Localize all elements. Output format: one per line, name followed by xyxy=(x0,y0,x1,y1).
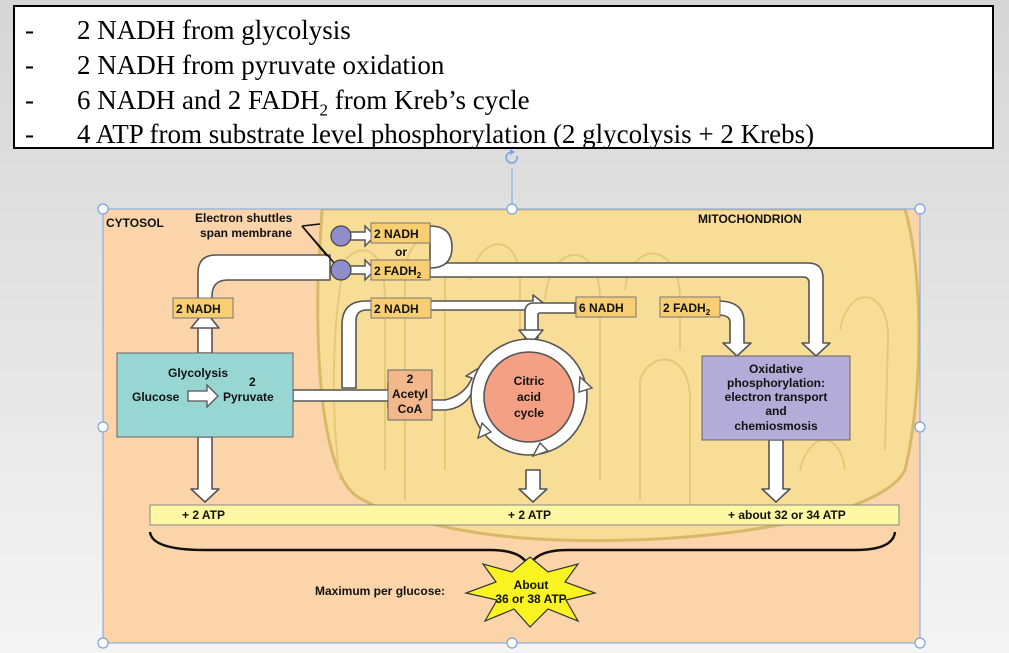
citric-acid-cycle-circle xyxy=(483,351,575,443)
flow-arrow-glycolysis-nadh xyxy=(197,254,331,354)
citric-cycle-label: acid xyxy=(517,390,541,404)
resize-handle[interactable] xyxy=(97,203,109,215)
citric-cycle-label: Citric xyxy=(514,374,545,388)
oxphos-label: phosphorylation: xyxy=(727,376,825,390)
total-atp-starburst xyxy=(463,556,598,628)
glycolysis-two-label: 2 xyxy=(249,375,256,389)
bullet-text: 4 ATP from substrate level phosphorylati… xyxy=(77,119,815,149)
rotate-handle-icon[interactable] xyxy=(505,149,518,164)
flow-arrowhead xyxy=(190,310,220,329)
fadh-label: 2 FADH2 xyxy=(663,301,711,317)
cycle-arrowhead xyxy=(476,421,493,440)
bullet-dash: - xyxy=(25,15,34,45)
bullet-dash: - xyxy=(25,85,34,115)
acetyl-coa-label: 2 xyxy=(407,372,414,386)
resize-handle[interactable] xyxy=(506,637,518,649)
bullet-text-subscript: 2 xyxy=(319,100,329,120)
flow-arrow-fadh-to-oxphos xyxy=(717,300,752,357)
bullet-text: 2 NADH from glycolysis xyxy=(77,15,351,45)
shuttle-pointer-lines xyxy=(301,223,337,266)
atp-yield-label: + about 32 or 34 ATP xyxy=(728,508,846,522)
resize-handle[interactable] xyxy=(914,637,926,649)
fadh-label-box xyxy=(370,259,431,281)
bullet-textbox[interactable]: - 2 NADH from glycolysis - 2 NADH from p… xyxy=(13,5,994,149)
nadh-label: 2 NADH xyxy=(176,302,221,316)
resize-handle[interactable] xyxy=(97,421,109,433)
cycle-arrowhead xyxy=(531,441,550,458)
oxidative-phosphorylation-box xyxy=(701,355,851,441)
resize-handle[interactable] xyxy=(914,203,926,215)
bullet-text-post: from Kreb’s cycle xyxy=(328,85,530,115)
acetyl-coa-label: Acetyl xyxy=(392,387,428,401)
mitochondrion-label: MITOCHONDRION xyxy=(698,212,802,226)
shuttles-label: Electron shuttles xyxy=(195,211,293,225)
nadh-label-box xyxy=(575,296,637,318)
resize-handle[interactable] xyxy=(506,203,518,215)
electron-shuttle-bottom xyxy=(330,259,352,281)
bullet-text: 2 NADH from pyruvate oxidation xyxy=(77,50,445,80)
total-atp-label: About xyxy=(514,578,549,592)
nadh-label: 2 NADH xyxy=(374,302,419,316)
bullet-text-pre: 6 NADH and 2 FADH xyxy=(77,85,320,115)
nadh-label-box xyxy=(370,297,432,319)
citric-cycle-label: cycle xyxy=(514,406,544,420)
nadh-label: 2 NADH xyxy=(374,227,419,241)
cytosol-label: CYTOSOL xyxy=(106,216,164,230)
glucose-to-pyruvate-arrow xyxy=(187,383,219,409)
flow-arrow-nadh-fadh-bracket xyxy=(429,225,453,269)
electron-shuttle-top xyxy=(330,225,352,247)
shuttle-arrow xyxy=(349,224,377,248)
pyruvate-label: Pyruvate xyxy=(223,390,274,404)
resize-handle[interactable] xyxy=(97,637,109,649)
glycolysis-label: Glycolysis xyxy=(168,366,228,380)
atp-yield-bar xyxy=(149,504,900,526)
nadh-label-box xyxy=(172,297,234,319)
flow-arrow-glycolysis-atp xyxy=(190,436,220,503)
flow-arrow-citric-atp xyxy=(518,469,548,503)
atp-yield-label: + 2 ATP xyxy=(182,508,225,522)
flow-arrow-oxphos-atp xyxy=(761,439,791,503)
atp-yield-label: + 2 ATP xyxy=(508,508,551,522)
nadh-label: 6 NADH xyxy=(579,301,624,315)
resize-handle[interactable] xyxy=(914,421,926,433)
max-per-glucose-label: Maximum per glucose: xyxy=(315,584,445,598)
flow-arrow-shuttle-to-oxphos xyxy=(429,262,831,357)
nadh-label-box xyxy=(370,222,431,244)
oxphos-label: and xyxy=(765,404,786,418)
oxphos-label: chemiosmosis xyxy=(734,419,818,433)
fadh-label-box xyxy=(659,296,721,318)
bullet-text: 6 NADH and 2 FADH2 from Kreb’s cycle xyxy=(77,83,530,127)
bullet-dash: - xyxy=(25,119,34,149)
acetyl-coa-label: CoA xyxy=(398,402,423,416)
shuttles-label: span membrane xyxy=(200,226,292,240)
cycle-arrowhead xyxy=(578,375,594,393)
glucose-label: Glucose xyxy=(132,390,180,404)
acetyl-coa-box xyxy=(387,369,433,421)
or-label: or xyxy=(395,245,407,259)
flow-arrowhead xyxy=(518,329,544,345)
oxphos-label: electron transport xyxy=(725,390,828,404)
oxphos-label: Oxidative xyxy=(749,362,803,376)
shuttle-arrow xyxy=(349,258,377,282)
total-atp-label: 36 or 38 ATP xyxy=(495,592,566,606)
fadh-label: 2 FADH2 xyxy=(374,264,422,280)
bullet-dash: - xyxy=(25,50,34,80)
